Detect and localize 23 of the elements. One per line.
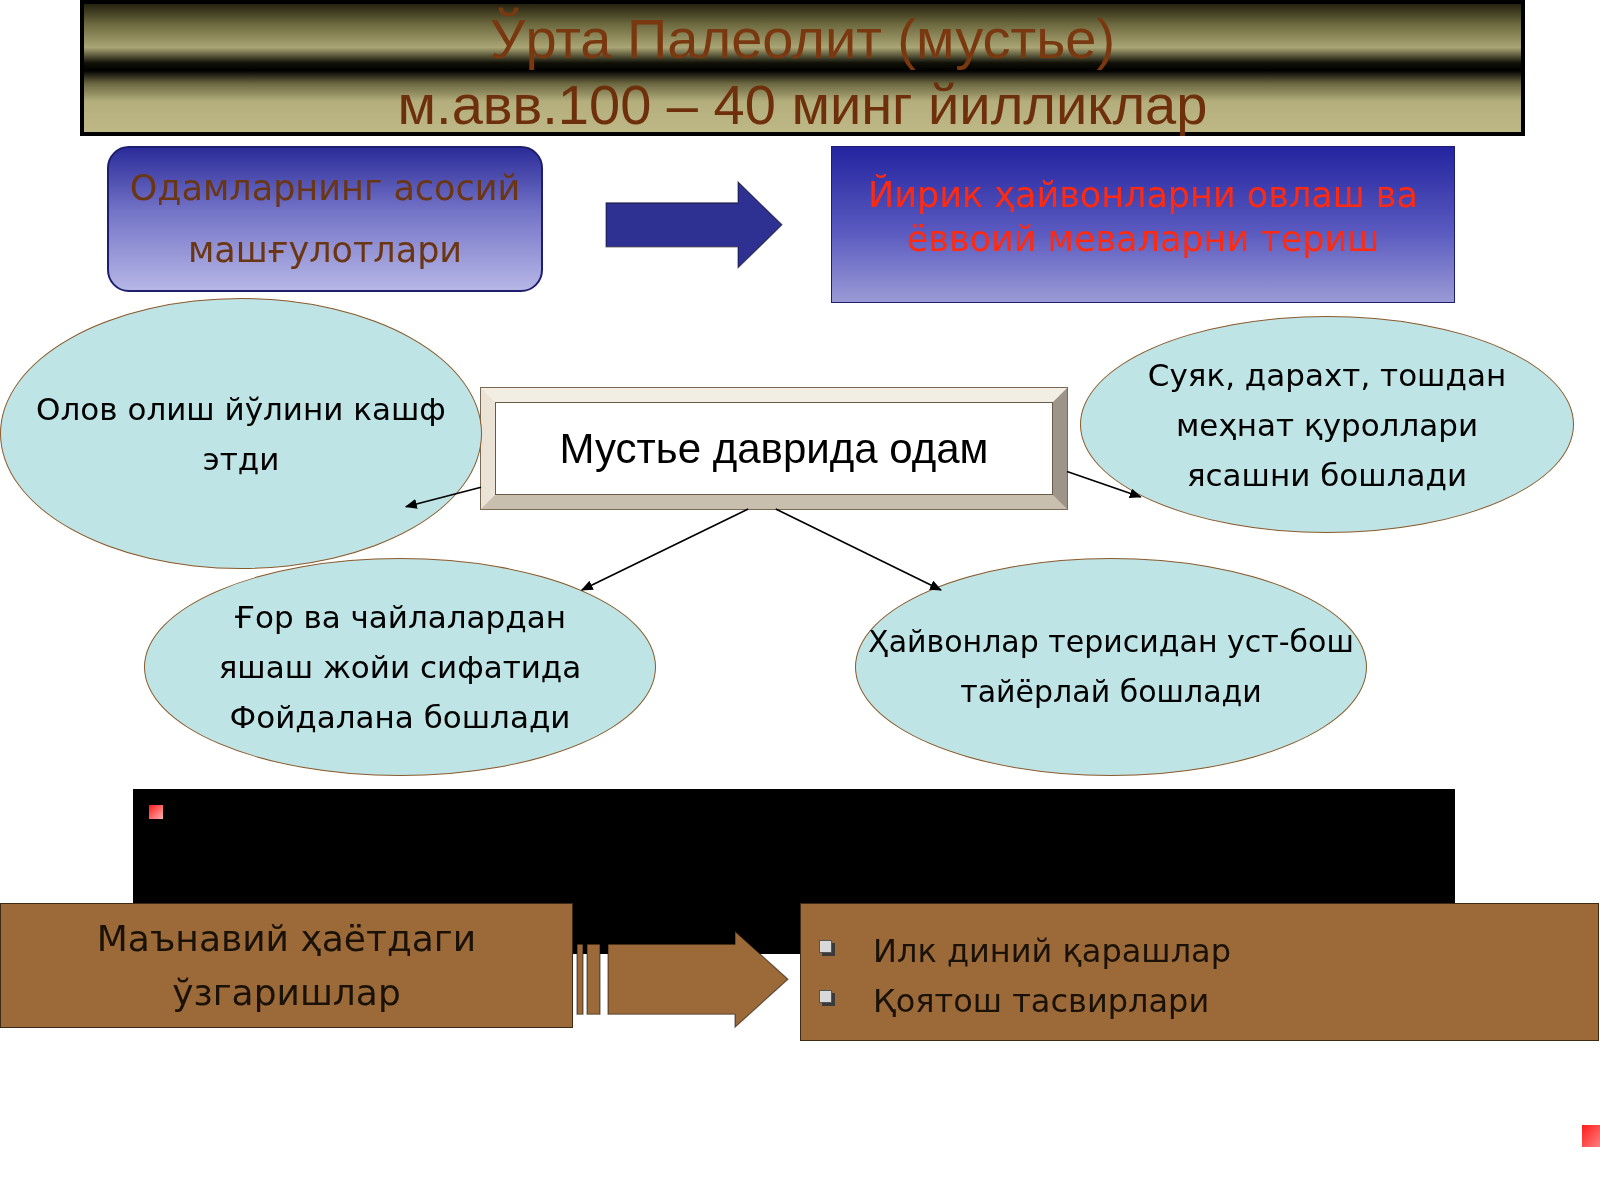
node-text: Олов олиш йўлини кашф этди bbox=[35, 389, 447, 479]
node-text: Мустье даврида одам bbox=[559, 423, 989, 474]
node-text: Ҳайвонлар терисидан уст-бош тайёрлай бошлади bbox=[867, 623, 1355, 711]
node-text: Ғор ва чайлалардан яшаш жойи сифатида Фойдалана бошлади bbox=[217, 598, 583, 737]
title-text: Ўрта Палеолит (мустье) bbox=[489, 6, 1116, 72]
rounded-box bbox=[107, 146, 543, 292]
list-item-text: Қоятош тасвирлари bbox=[873, 981, 1210, 1022]
arrow bbox=[1066, 470, 1142, 499]
arrow bbox=[580, 508, 749, 591]
list-item-text: Илк диний қарашлар bbox=[873, 931, 1231, 972]
block-arrow bbox=[605, 180, 783, 270]
process-box bbox=[0, 903, 573, 1028]
node-text: Маънавий ҳаётдаги ўзгаришлар bbox=[95, 916, 478, 1015]
process-box bbox=[831, 146, 1455, 303]
subtitle-text: м.авв.100 – 40 минг йилликлар bbox=[397, 72, 1208, 138]
node-text: Йирик ҳайвонларни овлаш ва ёввоий меваларни териш bbox=[867, 173, 1419, 261]
bevel-box bbox=[481, 388, 1067, 509]
node-text: Суяк, дарахт, тошдан меҳнат қуроллари ясашни бошлади bbox=[1146, 355, 1508, 495]
arrow bbox=[404, 486, 482, 509]
node-text: Одамларнинг асосий машғулотлари bbox=[128, 167, 522, 272]
list-box bbox=[800, 903, 1599, 1041]
block-arrow bbox=[576, 929, 789, 1029]
arrow bbox=[774, 508, 942, 591]
